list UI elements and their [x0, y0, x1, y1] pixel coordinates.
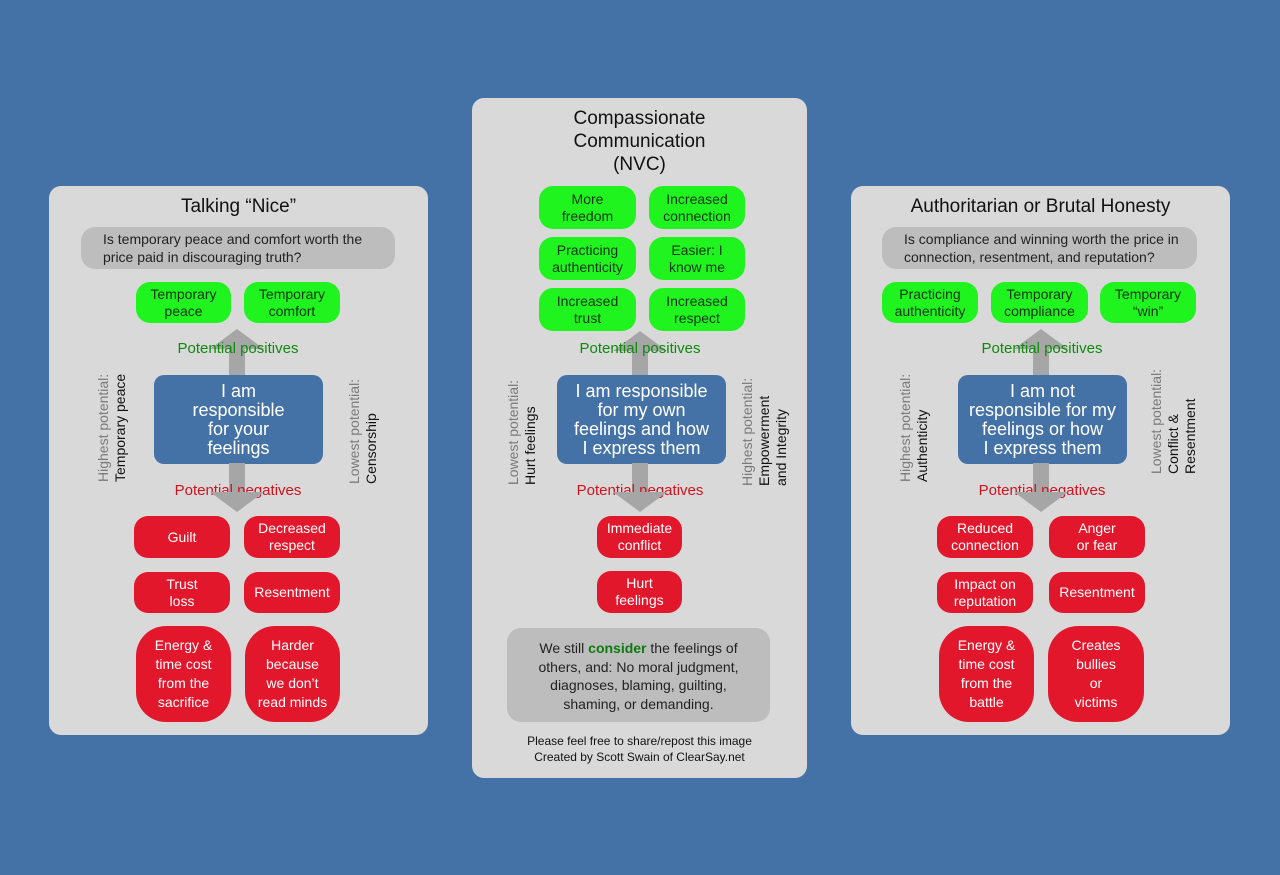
positive-item: Temporary compliance — [991, 282, 1088, 323]
side-heading: Highest potential: — [739, 377, 755, 486]
side-label-left: Highest potential: Temporary peace — [95, 374, 129, 482]
center-statement: I am responsible for my own feelings and… — [557, 375, 726, 464]
negatives-label: Potential negatives — [576, 482, 704, 499]
side-value: Hurt feelings — [522, 406, 538, 485]
panel-title: Talking “Nice” — [180, 196, 297, 217]
side-value: Conflict & Resentment — [1165, 398, 1198, 474]
positives-label: Potential positives — [177, 340, 299, 357]
arrow-stem — [632, 463, 648, 493]
negative-item: Decreased respect — [244, 516, 340, 558]
side-heading: Lowest potential: — [346, 378, 362, 484]
note-emphasis: consider — [588, 640, 647, 656]
note-text: We still — [539, 640, 589, 656]
positive-item: Temporary peace — [136, 282, 231, 323]
side-heading: Lowest potential: — [505, 379, 521, 485]
arrow-stem — [632, 350, 648, 376]
arrow-down-icon — [613, 492, 667, 512]
positives-label: Potential positives — [579, 340, 701, 357]
arrow-stem — [229, 463, 245, 493]
side-value: Temporary peace — [112, 373, 128, 482]
positive-item: Easier: I know me — [649, 237, 745, 280]
positive-item: Increased trust — [539, 288, 636, 331]
negative-item: Hurt feelings — [597, 571, 682, 613]
negative-item: Harder because we don’t read minds — [245, 626, 340, 722]
positive-item: More freedom — [539, 186, 636, 229]
center-statement: I am not responsible for my feelings or … — [958, 375, 1127, 464]
clarification-note: We still consider the feelings of others… — [507, 628, 770, 722]
question-bubble: Is temporary peace and comfort worth the… — [81, 227, 395, 269]
negatives-label: Potential negatives — [174, 482, 302, 499]
arrow-down-icon — [210, 492, 264, 512]
author-credit: Created by Scott Swain of ClearSay.net — [534, 750, 745, 764]
side-value: Authenticity — [914, 409, 930, 482]
negative-item: Impact on reputation — [937, 572, 1033, 613]
arrow-stem — [1033, 348, 1049, 376]
positive-item: Temporary comfort — [244, 282, 340, 323]
center-statement: I am responsible for your feelings — [154, 375, 323, 464]
negatives-label: Potential negatives — [978, 482, 1106, 499]
panel-authoritarian: Authoritarian or Brutal Honesty Is compl… — [851, 186, 1230, 735]
panel-title: Authoritarian or Brutal Honesty — [910, 196, 1171, 217]
positive-item: Increased respect — [649, 288, 745, 331]
arrow-up-icon — [210, 329, 264, 349]
positive-item: Temporary “win” — [1100, 282, 1196, 323]
side-label-left: Lowest potential: Hurt feelings — [505, 380, 539, 485]
arrow-stem — [229, 348, 245, 376]
side-heading: Highest potential: — [897, 373, 913, 482]
question-bubble: Is compliance and winning worth the pric… — [882, 227, 1197, 269]
panel-title: Compassionate Communication (NVC) — [573, 108, 706, 175]
side-heading: Highest potential: — [95, 373, 111, 482]
share-credit: Please feel free to share/repost this im… — [527, 734, 752, 748]
negative-item: Resentment — [1049, 572, 1145, 613]
negative-item: Reduced connection — [937, 516, 1033, 558]
side-label-right: Highest potential: Empowerment and Integ… — [739, 378, 790, 486]
positive-item: Practicing authenticity — [539, 237, 636, 280]
side-value: Empowerment and Integrity — [756, 395, 789, 486]
negative-item: Energy & time cost from the sacrifice — [136, 626, 231, 722]
arrow-up-icon — [1014, 329, 1068, 349]
panel-compassionate-communication: Compassionate Communication (NVC) More f… — [472, 98, 807, 778]
negative-item: Guilt — [134, 516, 230, 558]
note-text: the feelings of others, and: No moral ju… — [538, 640, 739, 712]
negative-item: Energy & time cost from the battle — [939, 626, 1034, 722]
side-value: Censorship — [363, 413, 379, 484]
negative-item: Creates bullies or victims — [1048, 626, 1144, 722]
side-label-right: Lowest potential: Censorship — [346, 379, 380, 484]
side-label-right: Lowest potential: Conflict & Resentment — [1148, 369, 1199, 474]
positive-item: Increased connection — [649, 186, 745, 229]
arrow-stem — [1033, 463, 1049, 493]
arrow-up-icon — [613, 331, 667, 351]
side-heading: Lowest potential: — [1148, 368, 1164, 474]
negative-item: Resentment — [244, 572, 340, 613]
positive-item: Practicing authenticity — [882, 282, 978, 323]
side-label-left: Highest potential: Authenticity — [897, 374, 931, 482]
arrow-down-icon — [1014, 492, 1068, 512]
negative-item: Trust loss — [134, 572, 230, 613]
negative-item: Anger or fear — [1049, 516, 1145, 558]
positives-label: Potential positives — [981, 340, 1103, 357]
panel-talking-nice: Talking “Nice” Is temporary peace and co… — [49, 186, 428, 735]
negative-item: Immediate conflict — [597, 516, 682, 558]
